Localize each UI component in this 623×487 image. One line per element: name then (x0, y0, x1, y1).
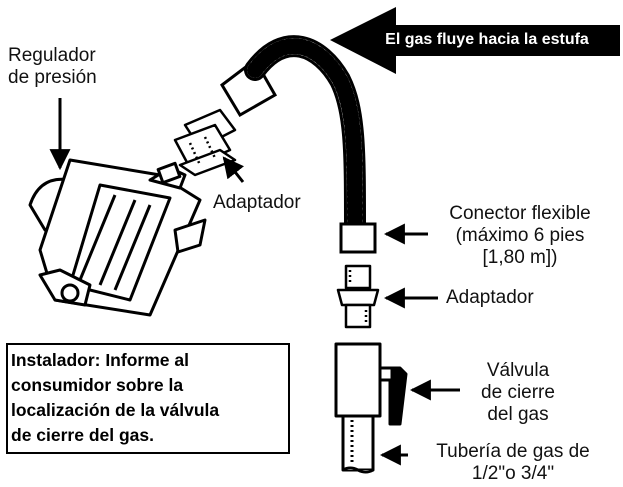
valve-label-line: Válvula (486, 360, 550, 381)
adapter-mid-illustration (336, 264, 380, 329)
regulator-label: Regulador de presión (8, 45, 97, 89)
leader-arrows (49, 98, 460, 466)
connector-label: Conector flexible (máximo 6 pies [1,80 m… (424, 203, 616, 269)
pipe-label: Tubería de gas de 1/2"o 3/4" (410, 441, 616, 485)
pipe-label-line: 1/2"o 3/4" (471, 463, 555, 484)
pressure-regulator-illustration (28, 158, 207, 317)
arrow-adapter-top (222, 156, 245, 183)
connector-label-line: Conector flexible (449, 203, 591, 224)
regulator-label-line: Regulador (8, 45, 96, 66)
installer-note-line: consumidor sobre la (11, 375, 184, 395)
valve-label: Válvula de cierre del gas (468, 360, 568, 426)
connector-label-line: [1,80 m]) (482, 247, 558, 268)
installer-note-line: localización de la válvula (11, 400, 220, 420)
adapter-top-illustration (173, 108, 237, 177)
adapter-top-label: Adaptador (213, 192, 301, 213)
pipe-label-line: Tubería de gas de (436, 441, 590, 462)
installer-note-line: de cierre del gas. (11, 425, 154, 445)
valve-label-line: de cierre (481, 382, 555, 403)
flow-banner-label: El gas fluye hacia la estufa (385, 31, 589, 48)
valve-label-line: del gas (487, 404, 549, 425)
installer-note-box: Instalador: Informe al consumidor sobre … (6, 343, 290, 454)
shutoff-valve-illustration (334, 342, 408, 474)
flexible-connector-illustration (220, 35, 377, 254)
regulator-label-line: de presión (8, 67, 97, 88)
connector-label-line: (máximo 6 pies (455, 225, 585, 246)
installer-note-line: Instalador: Informe al (11, 350, 189, 370)
adapter-mid-label: Adaptador (446, 287, 534, 308)
flow-arrow-banner (330, 7, 620, 74)
